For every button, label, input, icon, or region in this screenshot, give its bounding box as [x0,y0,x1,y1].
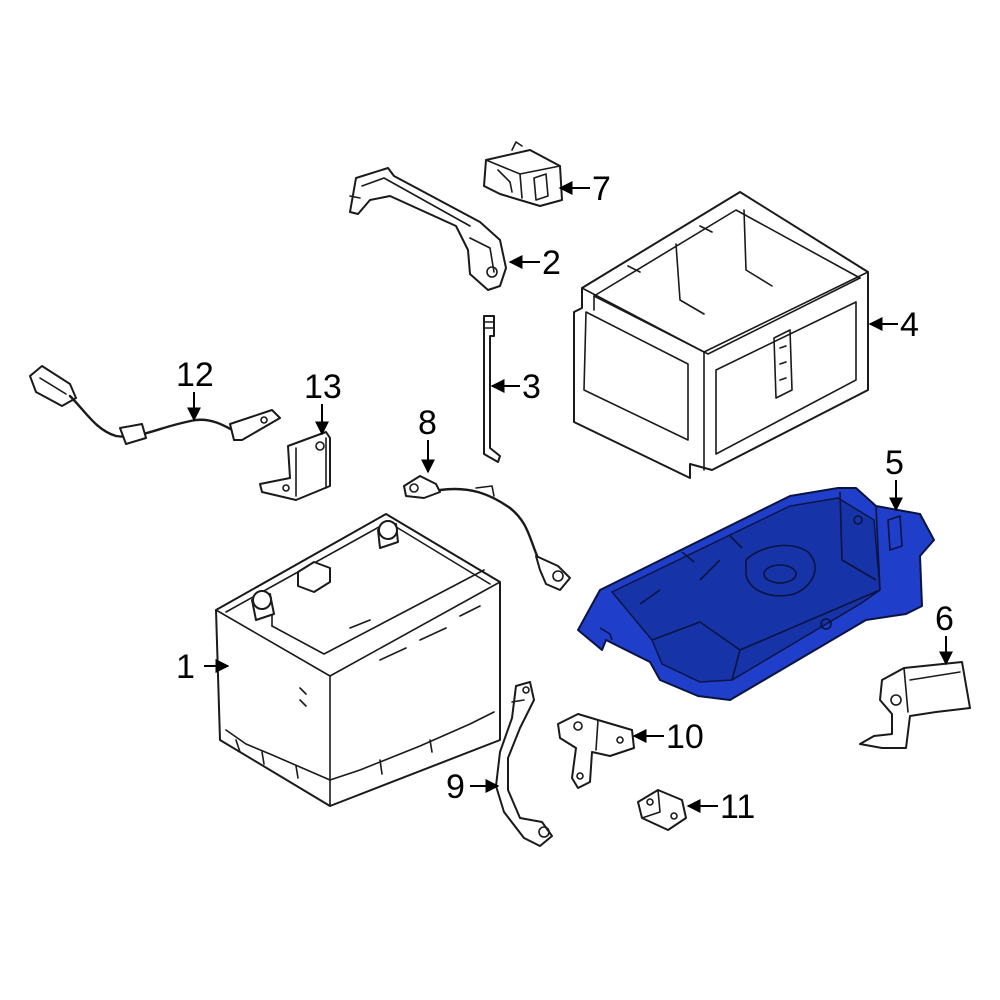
part-5-battery-tray[interactable] [577,487,935,701]
part-9-cable-strap[interactable] [495,681,553,847]
part-1-battery[interactable] [215,513,501,807]
part-13-bracket[interactable] [259,431,331,501]
callout-9[interactable]: 9 [446,768,465,806]
part-4-battery-box[interactable] [573,191,869,479]
part-10-bracket[interactable] [557,713,635,789]
callout-7[interactable]: 7 [592,170,611,208]
callout-5[interactable]: 5 [885,444,904,482]
part-2-hold-down-bracket[interactable] [349,167,507,291]
callout-13[interactable]: 13 [304,368,342,406]
callout-1[interactable]: 1 [176,648,195,686]
callout-labels: 1 2 3 4 5 6 7 8 9 10 11 12 13 [176,170,954,826]
part-12-sensor-harness[interactable] [29,365,281,445]
callout-2[interactable]: 2 [542,244,561,282]
callout-12[interactable]: 12 [176,356,214,394]
leader-lines [187,181,953,813]
callout-8[interactable]: 8 [418,404,437,442]
part-8-ground-cable[interactable] [403,475,571,591]
part-11-clip[interactable] [637,789,687,831]
part-7-terminal-cover[interactable] [483,141,563,207]
callout-10[interactable]: 10 [666,718,704,756]
callout-4[interactable]: 4 [900,306,919,344]
callout-11[interactable]: 11 [720,788,755,826]
callout-6[interactable]: 6 [935,600,954,638]
part-3-hold-down-rod[interactable] [483,315,501,463]
part-6-support-bracket[interactable] [859,661,971,749]
callout-3[interactable]: 3 [522,368,541,406]
